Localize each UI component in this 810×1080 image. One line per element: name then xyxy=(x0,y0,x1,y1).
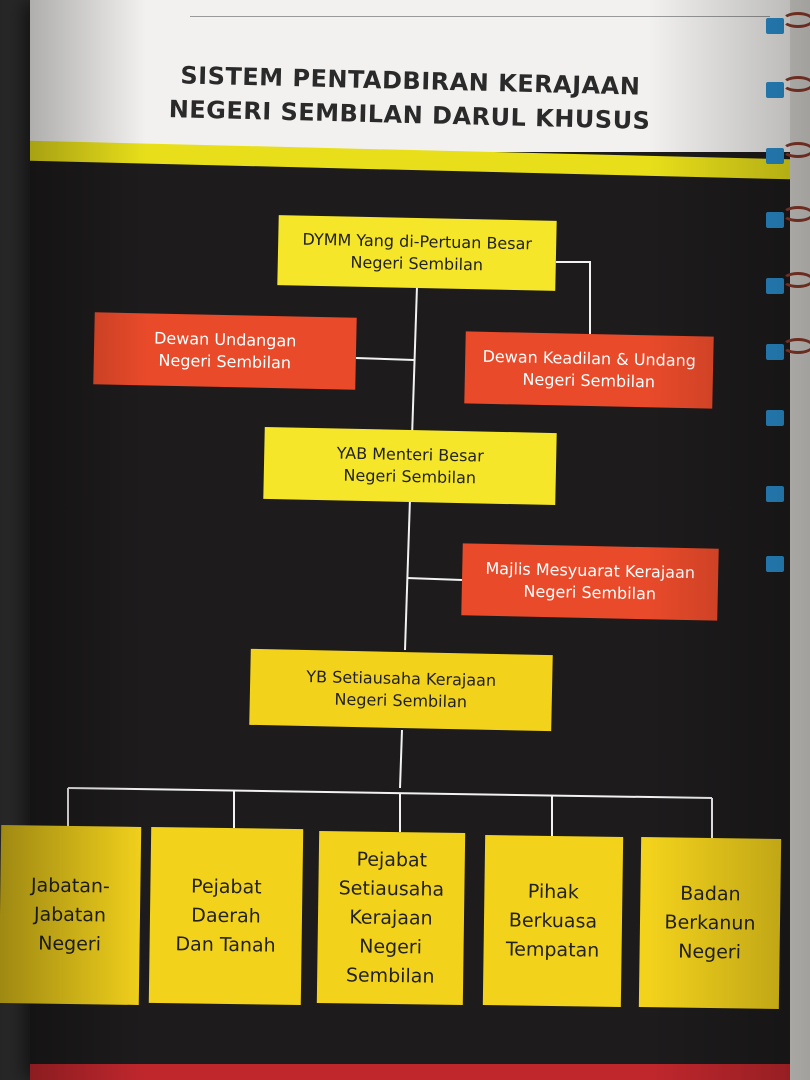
node-pejabat-daerah: Pejabat Daerah Dan Tanah xyxy=(148,826,304,1006)
node-pejabat-setiausaha-line-1: Pejabat xyxy=(356,848,428,871)
connector-dewan-undangan xyxy=(355,357,415,361)
node-majlis-line-1: Majlis Mesyuarat Kerajaan xyxy=(485,558,696,583)
connector-bus xyxy=(67,787,713,799)
node-badan-berkanun-line-1: Badan xyxy=(680,882,741,905)
binding-coil xyxy=(782,12,810,28)
binding-hole xyxy=(766,556,784,572)
node-badan-berkanun-line-2: Berkanun xyxy=(664,910,756,935)
binding-hole xyxy=(766,148,784,164)
node-pejabat-setiausaha-line-5: Sembilan xyxy=(345,963,435,988)
node-setiausaha-line-2: Negeri Sembilan xyxy=(334,689,468,712)
binding-hole xyxy=(766,486,784,502)
connector-trunk-lower xyxy=(399,729,403,789)
node-majlis-line-2: Negeri Sembilan xyxy=(523,581,657,604)
node-badan-berkanun: Badan Berkanun Negeri xyxy=(638,837,782,1009)
binding-hole xyxy=(766,18,784,34)
node-pihak-berkuasa-line-2: Berkuasa xyxy=(508,908,598,933)
binding-hole xyxy=(766,344,784,360)
node-pejabat-setiausaha-line-2: Setiausaha xyxy=(338,876,445,901)
binding-coil xyxy=(782,142,810,158)
binding-coil xyxy=(782,206,810,222)
binding-hole xyxy=(766,82,784,98)
node-pihak-berkuasa-line-3: Tempatan xyxy=(505,937,600,962)
bottom-band xyxy=(30,1064,790,1080)
binding-coil xyxy=(782,76,810,92)
node-jabatan-line-2: Jabatan xyxy=(33,902,107,927)
node-setiausaha: YB Setiausaha Kerajaan Negeri Sembilan xyxy=(249,648,553,732)
header-rule xyxy=(190,16,770,17)
node-pejabat-daerah-line-1: Pejabat xyxy=(190,875,262,898)
binding-coil xyxy=(782,272,810,288)
node-menteri-besar-line-2: Negeri Sembilan xyxy=(343,465,477,488)
node-pejabat-daerah-line-3: Dan Tanah xyxy=(175,932,276,957)
node-jabatan-line-1: Jabatan- xyxy=(30,873,111,898)
binding-hole xyxy=(766,278,784,294)
node-jabatan-line-3: Negeri xyxy=(38,932,102,955)
node-dewan-undangan: Dewan Undangan Negeri Sembilan xyxy=(93,312,357,390)
node-majlis: Majlis Mesyuarat Kerajaan Negeri Sembila… xyxy=(461,543,719,621)
node-dymm: DYMM Yang di-Pertuan Besar Negeri Sembil… xyxy=(277,215,557,291)
node-pejabat-setiausaha-line-4: Negeri xyxy=(359,935,423,958)
node-menteri-besar-line-1: YAB Menteri Besar xyxy=(336,443,484,466)
node-pejabat-setiausaha: Pejabat Setiausaha Kerajaan Negeri Sembi… xyxy=(316,830,466,1006)
node-pejabat-daerah-line-2: Daerah xyxy=(191,904,261,927)
node-jabatan: Jabatan- Jabatan Negeri xyxy=(0,825,142,1005)
node-badan-berkanun-line-3: Negeri xyxy=(678,940,742,963)
node-dewan-undangan-line-2: Negeri Sembilan xyxy=(158,350,292,373)
node-pejabat-setiausaha-line-3: Kerajaan xyxy=(349,905,433,930)
node-pihak-berkuasa: Pihak Berkuasa Tempatan xyxy=(482,835,624,1007)
binding-hole xyxy=(766,410,784,426)
node-menteri-besar: YAB Menteri Besar Negeri Sembilan xyxy=(263,426,557,506)
header: SISTEM PENTADBIRAN KERAJAAN NEGERI SEMBI… xyxy=(30,0,790,152)
node-dewan-keadilan-line-2: Negeri Sembilan xyxy=(522,369,656,392)
node-dewan-keadilan-line-1: Dewan Keadilan & Undang xyxy=(482,346,697,371)
binding-coil xyxy=(782,338,810,354)
node-pihak-berkuasa-line-1: Pihak xyxy=(527,880,580,903)
connector-dewan-keadilan xyxy=(556,261,591,336)
connector-majlis xyxy=(406,577,463,581)
node-dewan-undangan-line-1: Dewan Undangan xyxy=(153,328,297,351)
spiral-binding xyxy=(790,0,810,1080)
binding-hole xyxy=(766,212,784,228)
node-dewan-keadilan: Dewan Keadilan & Undang Negeri Sembilan xyxy=(464,331,714,409)
